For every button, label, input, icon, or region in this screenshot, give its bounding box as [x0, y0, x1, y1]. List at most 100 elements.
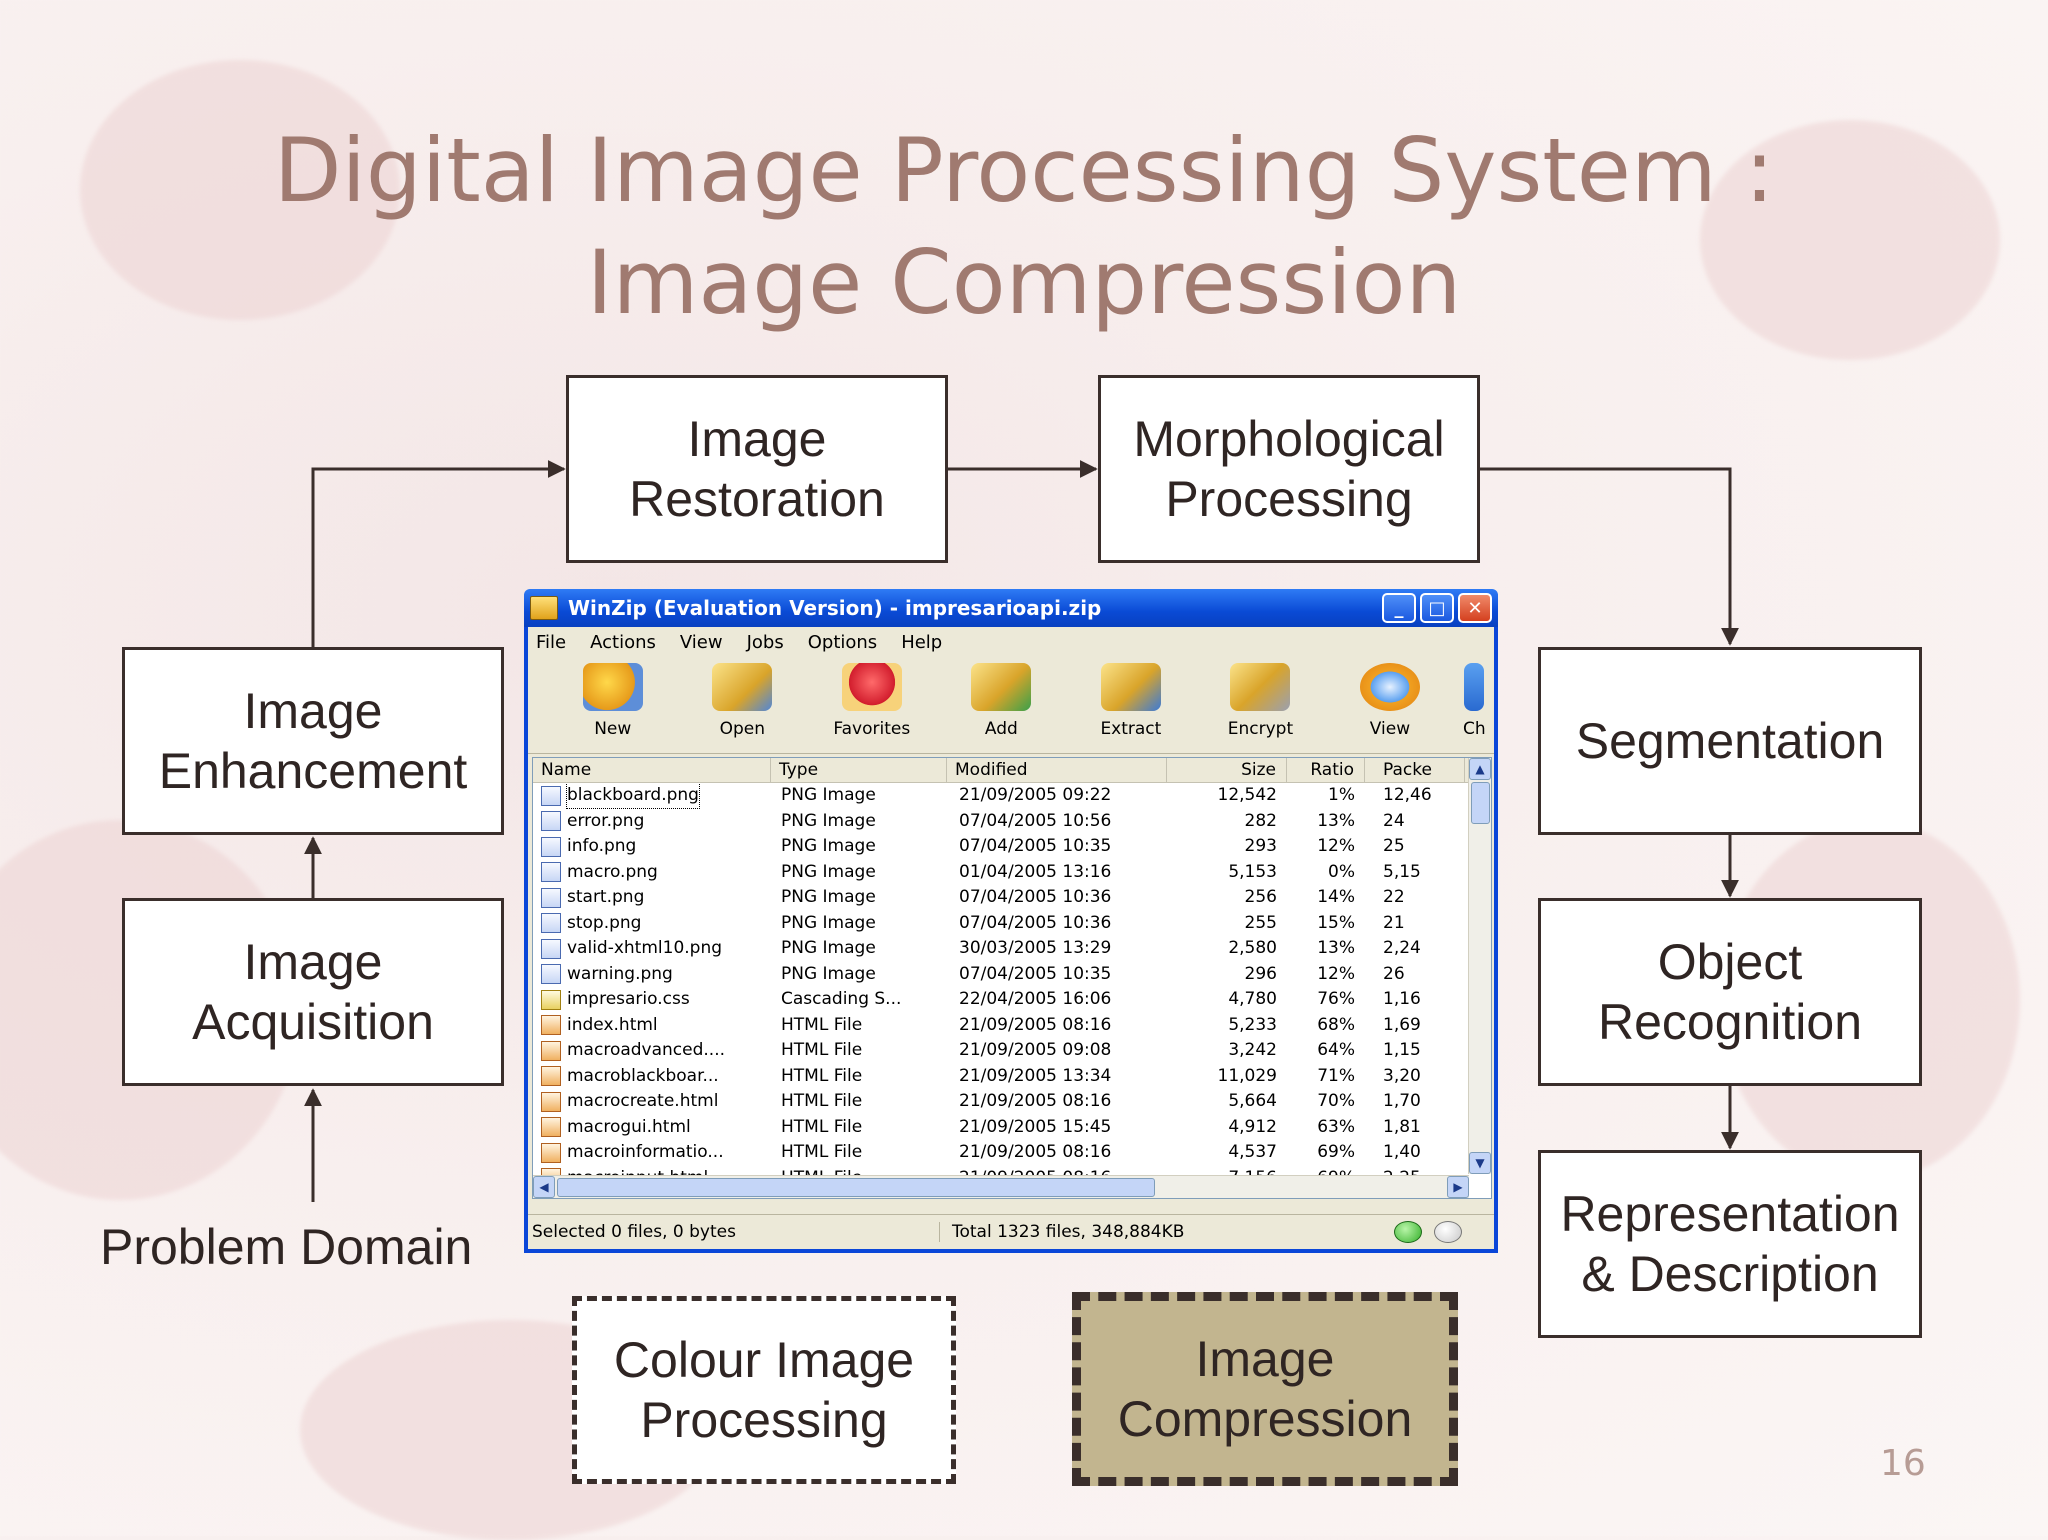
minimize-button[interactable]: _	[1382, 593, 1416, 623]
status-total: Total 1323 files, 348,884KB	[952, 1222, 1185, 1242]
css-file-icon	[541, 989, 561, 1010]
file-modified: 01/04/2005 13:16	[959, 861, 1112, 882]
box-label: Recognition	[1597, 994, 1863, 1050]
scroll-down-icon[interactable]: ▼	[1469, 1152, 1491, 1174]
file-ratio: 63%	[1317, 1116, 1355, 1137]
file-packed: 24	[1383, 810, 1405, 831]
file-ratio: 14%	[1317, 887, 1355, 907]
vertical-scroll-thumb[interactable]	[1471, 782, 1490, 824]
toolbar-favorites-button[interactable]: Favorites	[807, 657, 937, 739]
file-modified: 21/09/2005 13:34	[959, 1065, 1112, 1086]
scroll-left-icon[interactable]: ◀	[533, 1176, 555, 1198]
box-label: Processing	[640, 1392, 888, 1448]
file-packed: 21	[1383, 912, 1405, 933]
horizontal-scroll-thumb[interactable]	[557, 1178, 1155, 1197]
file-size: 5,153	[1228, 861, 1277, 882]
file-name-cell: start.png	[533, 885, 771, 911]
box-label: Image	[687, 411, 827, 467]
menu-file[interactable]: File	[536, 631, 567, 653]
png-file-icon	[541, 811, 561, 832]
box-label: Image	[1195, 1331, 1335, 1387]
file-packed: 5,15	[1383, 861, 1421, 882]
maximize-button[interactable]: □	[1420, 593, 1454, 623]
file-type: PNG Image	[781, 810, 876, 831]
toolbar-view-button[interactable]: View	[1325, 657, 1455, 739]
file-type: Cascading S...	[781, 989, 902, 1009]
toolbar: New Open Favorites Add Extract Encrypt V…	[528, 657, 1494, 754]
toolbar-label: Ch	[1463, 719, 1486, 739]
toolbar-label: Extract	[1100, 719, 1162, 739]
menu-view[interactable]: View	[679, 631, 723, 653]
box-label: Colour Image	[613, 1332, 915, 1388]
scroll-up-icon[interactable]: ▲	[1469, 758, 1491, 780]
file-ratio: 12%	[1317, 963, 1355, 984]
scroll-right-icon[interactable]: ▶	[1447, 1176, 1469, 1198]
column-ratio[interactable]: Ratio	[1287, 758, 1365, 782]
file-packed: 1,70	[1383, 1091, 1421, 1111]
column-type[interactable]: Type	[771, 758, 947, 782]
arrow-enhancement-to-restoration	[311, 460, 566, 648]
file-name: macroinformatio...	[567, 1142, 724, 1163]
column-packed[interactable]: Packe	[1365, 758, 1465, 782]
file-size: 3,242	[1228, 1040, 1277, 1060]
menu-options[interactable]: Options	[807, 631, 878, 653]
horizontal-scrollbar[interactable]: ◀ ▶	[533, 1175, 1469, 1198]
column-name[interactable]: Name	[533, 758, 771, 782]
toolbar-add-button[interactable]: Add	[937, 657, 1067, 739]
png-file-icon	[541, 836, 561, 857]
file-ratio: 71%	[1317, 1065, 1355, 1086]
box-label: Processing	[1165, 471, 1413, 527]
file-modified: 07/04/2005 10:35	[959, 963, 1112, 984]
file-name: warning.png	[567, 963, 673, 984]
open-archive-icon	[712, 663, 773, 711]
slide-title: Digital Image Processing System : Image …	[0, 115, 2048, 339]
file-list: Name Type Modified Size Ratio Packe blac…	[532, 757, 1492, 1199]
toolbar-extract-button[interactable]: Extract	[1066, 657, 1196, 739]
file-packed: 1,16	[1383, 989, 1421, 1009]
file-name: impresario.css	[567, 989, 690, 1010]
toolbar-ch-button[interactable]: Ch	[1455, 657, 1494, 739]
file-size: 293	[1244, 836, 1277, 856]
segmentation-box: Segmentation	[1538, 647, 1922, 835]
column-modified[interactable]: Modified	[947, 758, 1167, 782]
vertical-scrollbar[interactable]: ▲ ▼	[1468, 758, 1491, 1174]
status-bar: Selected 0 files, 0 bytes Total 1323 fil…	[528, 1214, 1494, 1249]
menu-actions[interactable]: Actions	[590, 631, 656, 653]
toolbar-new-button[interactable]: New	[548, 657, 678, 739]
toolbar-encrypt-button[interactable]: Encrypt	[1196, 657, 1326, 739]
file-type: HTML File	[781, 1065, 863, 1086]
new-archive-icon	[582, 663, 643, 711]
box-label: & Description	[1581, 1246, 1879, 1302]
file-name-cell: error.png	[533, 809, 771, 835]
add-icon	[971, 663, 1032, 711]
problem-domain-label: Problem Domain	[100, 1219, 473, 1275]
winzip-title-bar[interactable]: WinZip (Evaluation Version) - impresario…	[524, 589, 1498, 627]
file-type: PNG Image	[781, 963, 876, 984]
menu-jobs[interactable]: Jobs	[746, 631, 784, 653]
close-button[interactable]: ✕	[1458, 593, 1492, 623]
toolbar-label: New	[594, 719, 632, 739]
toolbar-open-button[interactable]: Open	[678, 657, 808, 739]
file-modified: 21/09/2005 15:45	[959, 1116, 1112, 1137]
file-modified: 07/04/2005 10:36	[959, 887, 1112, 907]
menu-help[interactable]: Help	[901, 631, 943, 653]
file-packed: 2,24	[1383, 938, 1421, 958]
column-size[interactable]: Size	[1167, 758, 1287, 782]
